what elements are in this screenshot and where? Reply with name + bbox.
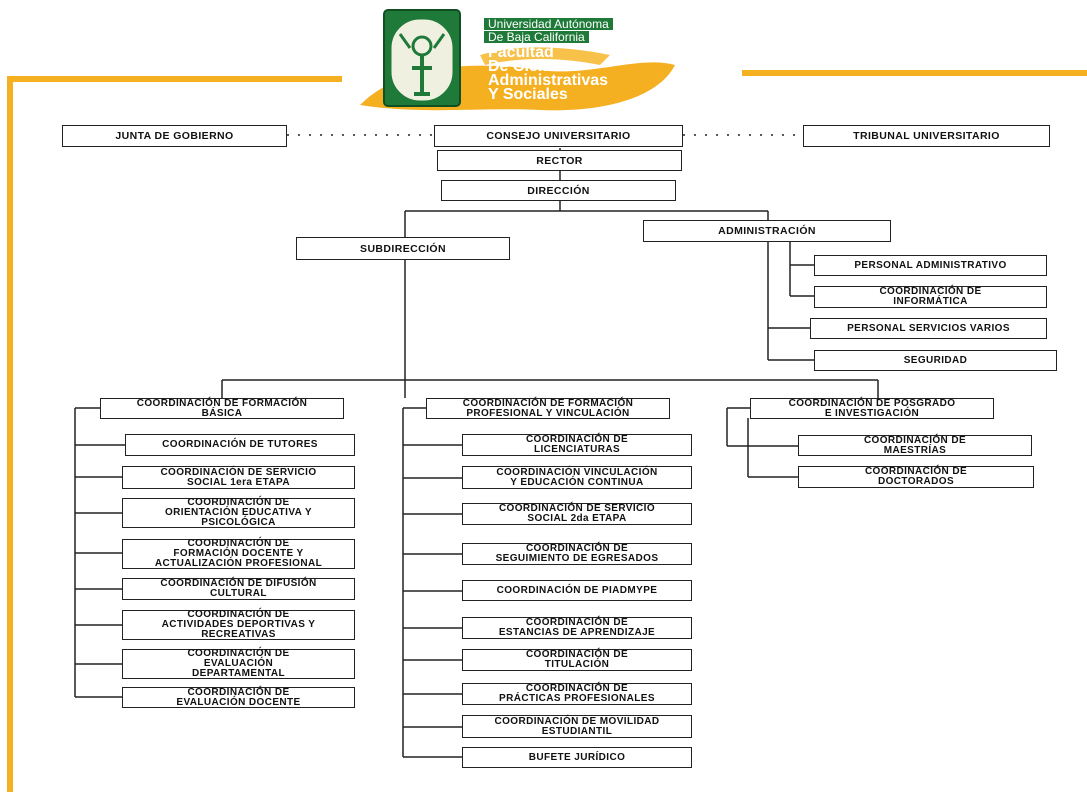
junta-de-gobierno-box: JUNTA DE GOBIERNO (62, 125, 287, 147)
profesional-child-box: COORDINACIÓN DE LICENCIATURAS (462, 434, 692, 456)
rector-box: RECTOR (437, 150, 682, 171)
profesional-child-box: COORDINACIÓN DE SEGUIMIENTO DE EGRESADOS (462, 543, 692, 565)
personal-administrativo-box: PERSONAL ADMINISTRATIVO (814, 255, 1047, 276)
profesional-child-box: COORDINACIÓN VINCULACIÓN Y EDUCACIÓN CON… (462, 466, 692, 489)
personal-servicios-varios-box: PERSONAL SERVICIOS VARIOS (810, 318, 1047, 339)
coord-formacion-profesional-box: COORDINACIÓN DE FORMACIÓN PROFESIONAL Y … (426, 398, 670, 419)
faculty-name-line3: Administrativas (488, 72, 609, 89)
profesional-child-box: COORDINACIÓN DE ESTANCIAS DE APRENDIZAJE (462, 617, 692, 639)
administracion-box: ADMINISTRACIÓN (643, 220, 891, 242)
university-name-line1: Universidad Autónoma (484, 18, 613, 30)
faculty-name-line2: De Ciencias (488, 58, 579, 75)
coordinacion-doctorados-box: COORDINACIÓN DE DOCTORADOS (798, 466, 1034, 488)
basica-child-box: COORDINACIÓN DE FORMACIÓN DOCENTE Y ACTU… (122, 539, 355, 569)
profesional-child-box: COORDINACIÓN DE PRÁCTICAS PROFESIONALES (462, 683, 692, 705)
bufete-juridico-box: BUFETE JURÍDICO (462, 747, 692, 768)
faculty-name-line1: Facultad (488, 44, 554, 61)
coord-formacion-basica-box: COORDINACIÓN DE FORMACIÓN BÁSICA (100, 398, 344, 419)
basica-child-box: COORDINACIÓN DE EVALUACIÓN DOCENTE (122, 687, 355, 708)
basica-child-box: COORDINACIÓN DE ORIENTACIÓN EDUCATIVA Y … (122, 498, 355, 528)
direccion-box: DIRECCIÓN (441, 180, 676, 201)
coordinacion-maestrias-box: COORDINACIÓN DE MAESTRÍAS (798, 435, 1032, 456)
profesional-child-box: COORDINACIÓN DE PIADMYPE (462, 580, 692, 601)
profesional-child-box: COORDINACIÓN DE SERVICIO SOCIAL 2da ETAP… (462, 503, 692, 525)
consejo-universitario-box: CONSEJO UNIVERSITARIO (434, 125, 683, 147)
basica-child-box: COORDINACIÓN DE TUTORES (125, 434, 355, 456)
basica-child-box: COORDINACIÓN DE DIFUSIÓN CULTURAL (122, 578, 355, 600)
tribunal-universitario-box: TRIBUNAL UNIVERSITARIO (803, 125, 1050, 147)
basica-child-box: COORDINACIÓN DE ACTIVIDADES DEPORTIVAS Y… (122, 610, 355, 640)
frame-top-left-stripe (7, 76, 342, 82)
frame-left-stripe (7, 77, 13, 792)
seguridad-box: SEGURIDAD (814, 350, 1057, 371)
basica-child-box: COORDINACIÓN DE SERVICIO SOCIAL 1era ETA… (122, 466, 355, 489)
basica-child-box: COORDINACIÓN DE EVALUACIÓN DEPARTAMENTAL (122, 649, 355, 679)
profesional-child-box: COORDINACIÓN DE TITULACIÓN (462, 649, 692, 671)
coordinacion-informatica-box: COORDINACIÓN DE INFORMÁTICA (814, 286, 1047, 308)
uabc-shield-icon (383, 9, 461, 107)
university-name-line2: De Baja California (484, 31, 589, 43)
faculty-name-line4: Y Sociales (488, 86, 568, 103)
subdireccion-box: SUBDIRECCIÓN (296, 237, 510, 260)
profesional-child-box: COORDINACIÓN DE MOVILIDAD ESTUDIANTIL (462, 715, 692, 738)
frame-top-right-stripe (742, 70, 1087, 76)
coord-posgrado-box: COORDINACIÓN DE POSGRADO E INVESTIGACIÓN (750, 398, 994, 419)
